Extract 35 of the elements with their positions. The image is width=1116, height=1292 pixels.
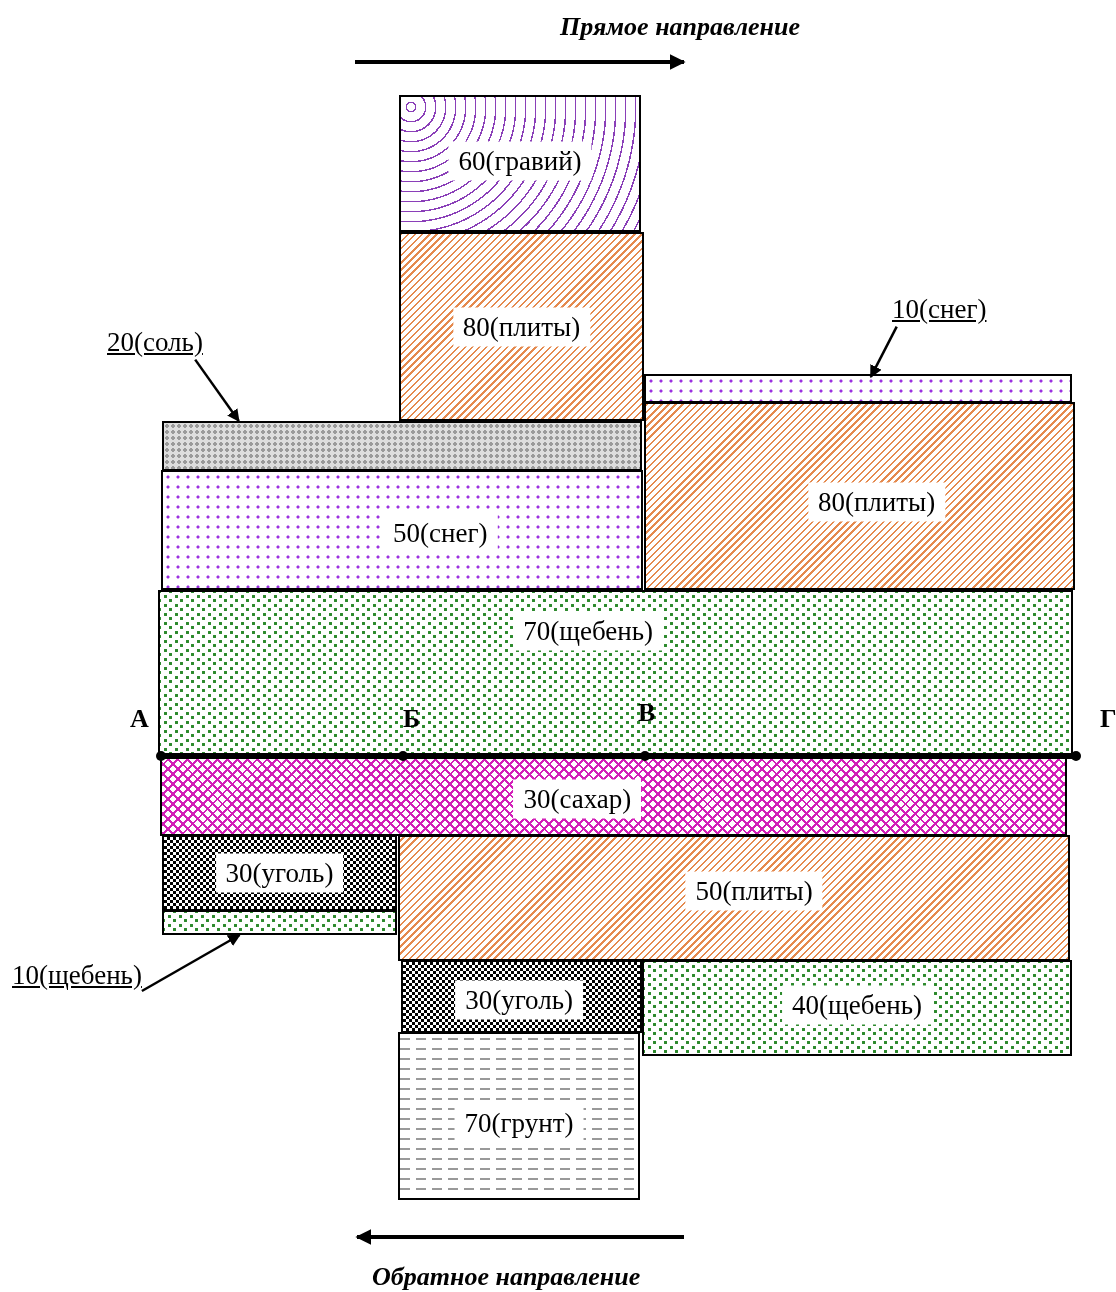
cargo-block xyxy=(401,960,642,1033)
callout-label: 10(снег) xyxy=(892,294,987,325)
leader-line xyxy=(194,358,240,422)
cargo-label: 30(сахар) xyxy=(513,779,642,819)
cargo-block xyxy=(398,1032,640,1200)
cargo-block xyxy=(162,421,642,471)
cargo-label: 80(плиты) xyxy=(452,307,591,346)
callout-label: 20(соль) xyxy=(107,327,203,358)
cargo-block xyxy=(642,960,1072,1056)
cargo-block xyxy=(644,402,1075,590)
cargo-block xyxy=(160,757,1067,836)
cargo-block xyxy=(399,232,644,421)
cargo-label: 30(уголь) xyxy=(455,980,584,1020)
cargo-block xyxy=(162,910,397,935)
point-label: В xyxy=(638,698,656,728)
point-label: Г xyxy=(1100,704,1116,734)
point-label: Б xyxy=(403,704,421,734)
cargo-label: 30(уголь) xyxy=(215,853,344,893)
cargo-block xyxy=(398,835,1070,961)
cargo-label: 40(щебень) xyxy=(782,985,932,1025)
cargo-label: 70(щебень) xyxy=(513,611,664,651)
direction-label: Прямое направление xyxy=(560,12,800,42)
leader-line xyxy=(141,933,241,993)
cargo-block xyxy=(644,374,1072,403)
direction-label: Обратное направление xyxy=(372,1262,641,1292)
cargo-block xyxy=(399,95,641,232)
cargo-block xyxy=(162,835,397,911)
cargo-label: 60(гравий) xyxy=(448,141,592,181)
leader-line xyxy=(869,326,898,378)
point-label: А xyxy=(130,704,149,734)
cargo-block xyxy=(158,590,1073,756)
cargo-block xyxy=(161,470,643,590)
cargo-label: 50(плиты) xyxy=(685,871,823,911)
cargo-label: 80(плиты) xyxy=(807,482,946,521)
callout-label: 10(щебень) xyxy=(12,960,142,991)
